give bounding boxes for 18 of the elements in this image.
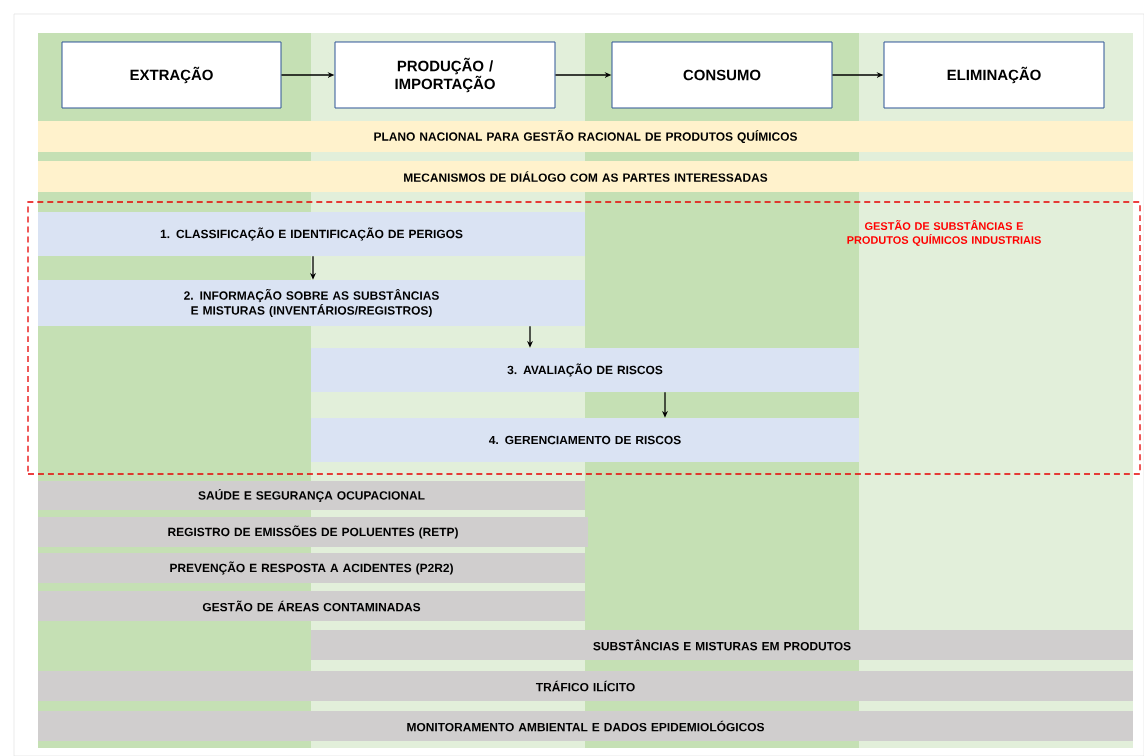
topic-band: REGISTRO DE EMISSÕES DE POLUENTES (RETP) [38,517,588,547]
topic-band: GESTÃO DE ÁREAS CONTAMINADAS [38,591,585,621]
stage-box: EXTRAÇÃO [61,41,282,109]
topic-band: SAÚDE E SEGURANÇA OCUPACIONAL [38,481,585,510]
plan-band: PLANO NACIONAL PARA GESTÃO RACIONAL DE PRODUTOS QUÍMICOS [38,121,1133,152]
step-band: 2. INFORMAÇÃO SOBRE AS SUBSTÂNCIAS E MISTURAS (INVENTÁRIOS/REGISTROS) [38,280,585,326]
topic-band: PREVENÇÃO E RESPOSTA A ACIDENTES (P2R2) [38,553,585,583]
step-band: 4. GERENCIAMENTO DE RISCOS [311,418,859,462]
plan-band: MECANISMOS DE DIÁLOGO COM AS PARTES INTERESSADAS [38,161,1133,192]
stage-box: CONSUMO [611,41,833,109]
topic-band: TRÁFICO ILÍCITO [38,671,1133,701]
stage-box: ELIMINAÇÃO [883,41,1105,109]
frame-heading: GESTÃO DE SUBSTÂNCIAS E PRODUTOS QUÍMICOS INDUSTRIAIS [847,220,1041,246]
topic-band: SUBSTÂNCIAS E MISTURAS EM PRODUTOS [311,630,1133,660]
step-band: 3. AVALIAÇÃO DE RISCOS [311,348,859,392]
topic-band: MONITORAMENTO AMBIENTAL E DADOS EPIDEMIOLÓGICOS [38,711,1133,741]
step-band: 1. CLASSIFICAÇÃO E IDENTIFICAÇÃO DE PERIGOS [38,212,585,256]
stage-box: PRODUÇÃO / IMPORTAÇÃO [334,41,556,109]
